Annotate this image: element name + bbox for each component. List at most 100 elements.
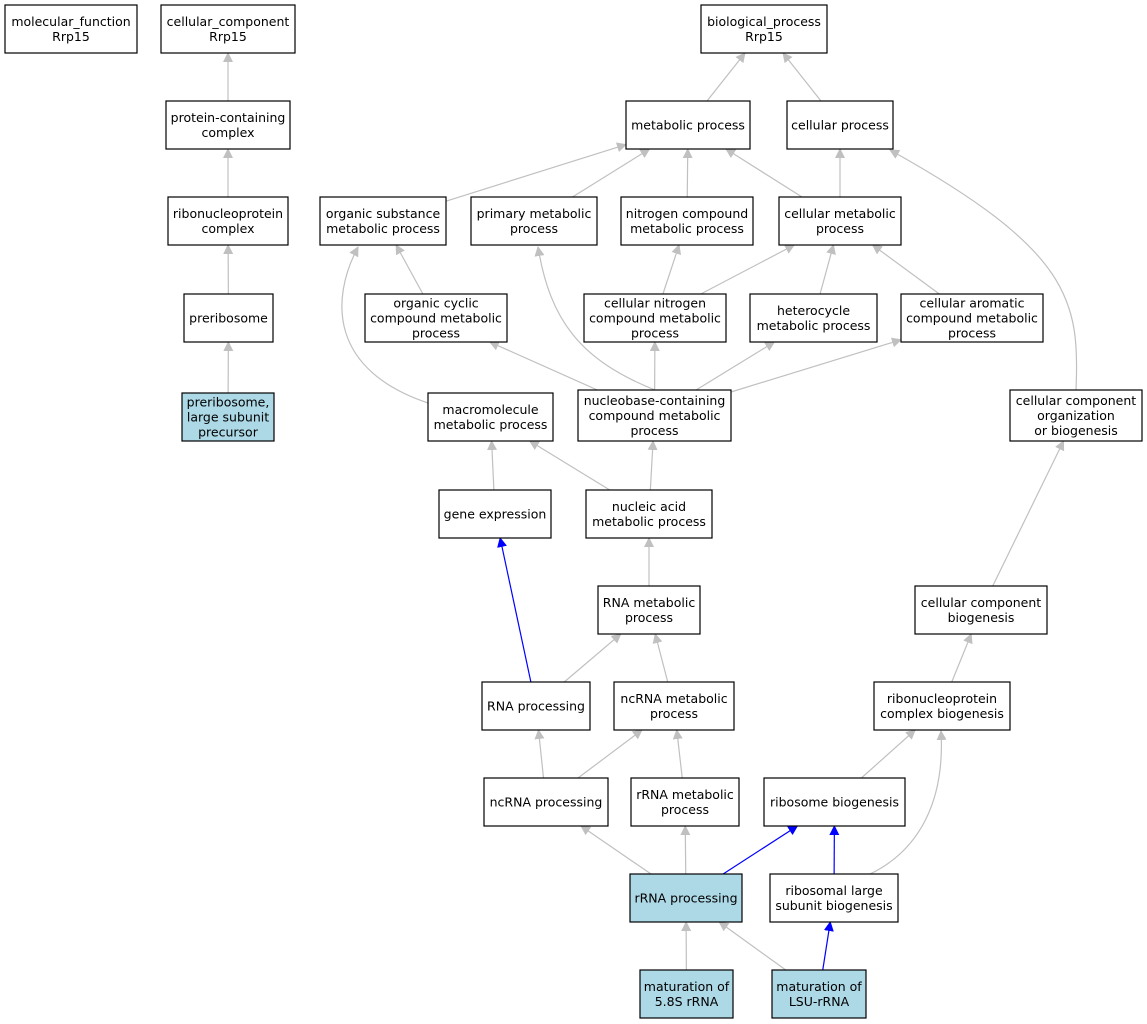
edge-cellular_metabolic_process-to-metabolic_process [725,148,803,198]
node-label: organic cyclic [393,296,478,311]
node-label: or biogenesis [1034,423,1118,438]
node-rna_processing[interactable]: RNA processing [481,681,591,731]
node-label: Rrp15 [52,29,90,44]
node-box [749,293,878,343]
node-box [771,969,867,1019]
edge-ribonucleoprotein_complex_biogenesis-to-cellular_component_biogenesis [951,633,973,683]
node-label: compound metabolic [589,408,721,423]
node-label: ribosomal large [785,883,883,898]
edge-rrna_processing-to-ribosome_biogenesis [722,825,799,875]
edge-nucleobase_containing_compound_metabolic_process-to-cellular_aromatic_compound_metabolic_process [730,337,902,393]
node-label: primary metabolic [477,206,592,221]
node-box [585,489,713,539]
node-label: cellular component [1016,393,1136,408]
node-label: complex [202,125,255,140]
edge-nucleobase_containing_compound_metabolic_process-to-organic_cyclic_compound_metabolic_process [488,341,598,391]
node-label: protein-containing [171,110,286,125]
edge-cellular_nitrogen_compound_metabolic_process-to-nitrogen_compound_metabolic_process [662,244,682,295]
edge-rrna_processing-to-ncrna_processing [580,825,652,875]
edge-macromolecule_metabolic_process-to-organic_substance_metabolic_process [341,246,429,404]
node-box [786,100,894,150]
node-box [583,293,727,343]
edge-nucleic_acid_metabolic_process-to-macromolecule_metabolic_process [528,440,611,491]
node-label: rRNA processing [634,891,737,906]
node-label: nitrogen compound [626,206,748,221]
node-preribosome[interactable]: preribosome [183,293,274,343]
node-label: ncRNA metabolic [620,691,727,706]
node-box [4,4,138,54]
node-box [364,293,508,343]
node-box [763,777,906,827]
node-box [438,489,552,539]
node-box [914,585,1048,635]
node-box [778,196,902,246]
node-box [630,777,740,827]
node-label: maturation of [644,979,730,994]
node-label: nucleobase-containing [584,393,726,408]
node-box [613,681,735,731]
edge-metabolic_process-to-biological_process [706,52,746,102]
node-box [700,4,828,54]
node-label: process [630,423,678,438]
edge-cellular_component_organization_or_biogenesis-to-cellular_process [889,149,1078,391]
node-box [900,293,1044,343]
edge-heterocycle_metabolic_process-to-cellular_metabolic_process [819,244,836,295]
node-box [1009,389,1143,442]
edge-rrna_processing-to-rrna_metabolic_process [680,825,691,875]
node-box [470,196,598,246]
node-label: compound metabolic [370,311,502,326]
node-label: metabolic process [757,318,871,333]
node-ncrna_processing[interactable]: ncRNA processing [483,777,609,827]
edge-rna_processing-to-gene_expression [497,537,532,683]
node-label: compound metabolic [906,311,1038,326]
node-label: cellular aromatic [920,296,1025,311]
node-gene_expression[interactable]: gene expression [438,489,552,539]
node-box [167,196,289,246]
node-label: biogenesis [948,610,1015,625]
node-rrna_processing[interactable]: rRNA processing [629,873,743,923]
node-box [577,389,732,442]
node-cellular_process[interactable]: cellular process [786,100,894,150]
node-ribosome_biogenesis[interactable]: ribosome biogenesis [763,777,906,827]
node-label: RNA processing [487,699,585,714]
node-box [181,392,275,442]
node-label: metabolic process [592,514,706,529]
node-label: organization [1037,408,1115,423]
node-box [183,293,274,343]
node-maturation_of_5_8s_rrna[interactable]: maturation of5.8S rRNA [639,969,734,1019]
node-metabolic_process[interactable]: metabolic process [625,100,751,150]
node-label: process [631,326,679,341]
node-label: process [661,802,709,817]
edge-rrna_metabolic_process-to-ncrna_metabolic_process [672,729,683,779]
node-label: process [412,326,460,341]
edge-organic_cyclic_compound_metabolic_process-to-organic_substance_metabolic_process [395,244,424,295]
node-box [481,681,591,731]
